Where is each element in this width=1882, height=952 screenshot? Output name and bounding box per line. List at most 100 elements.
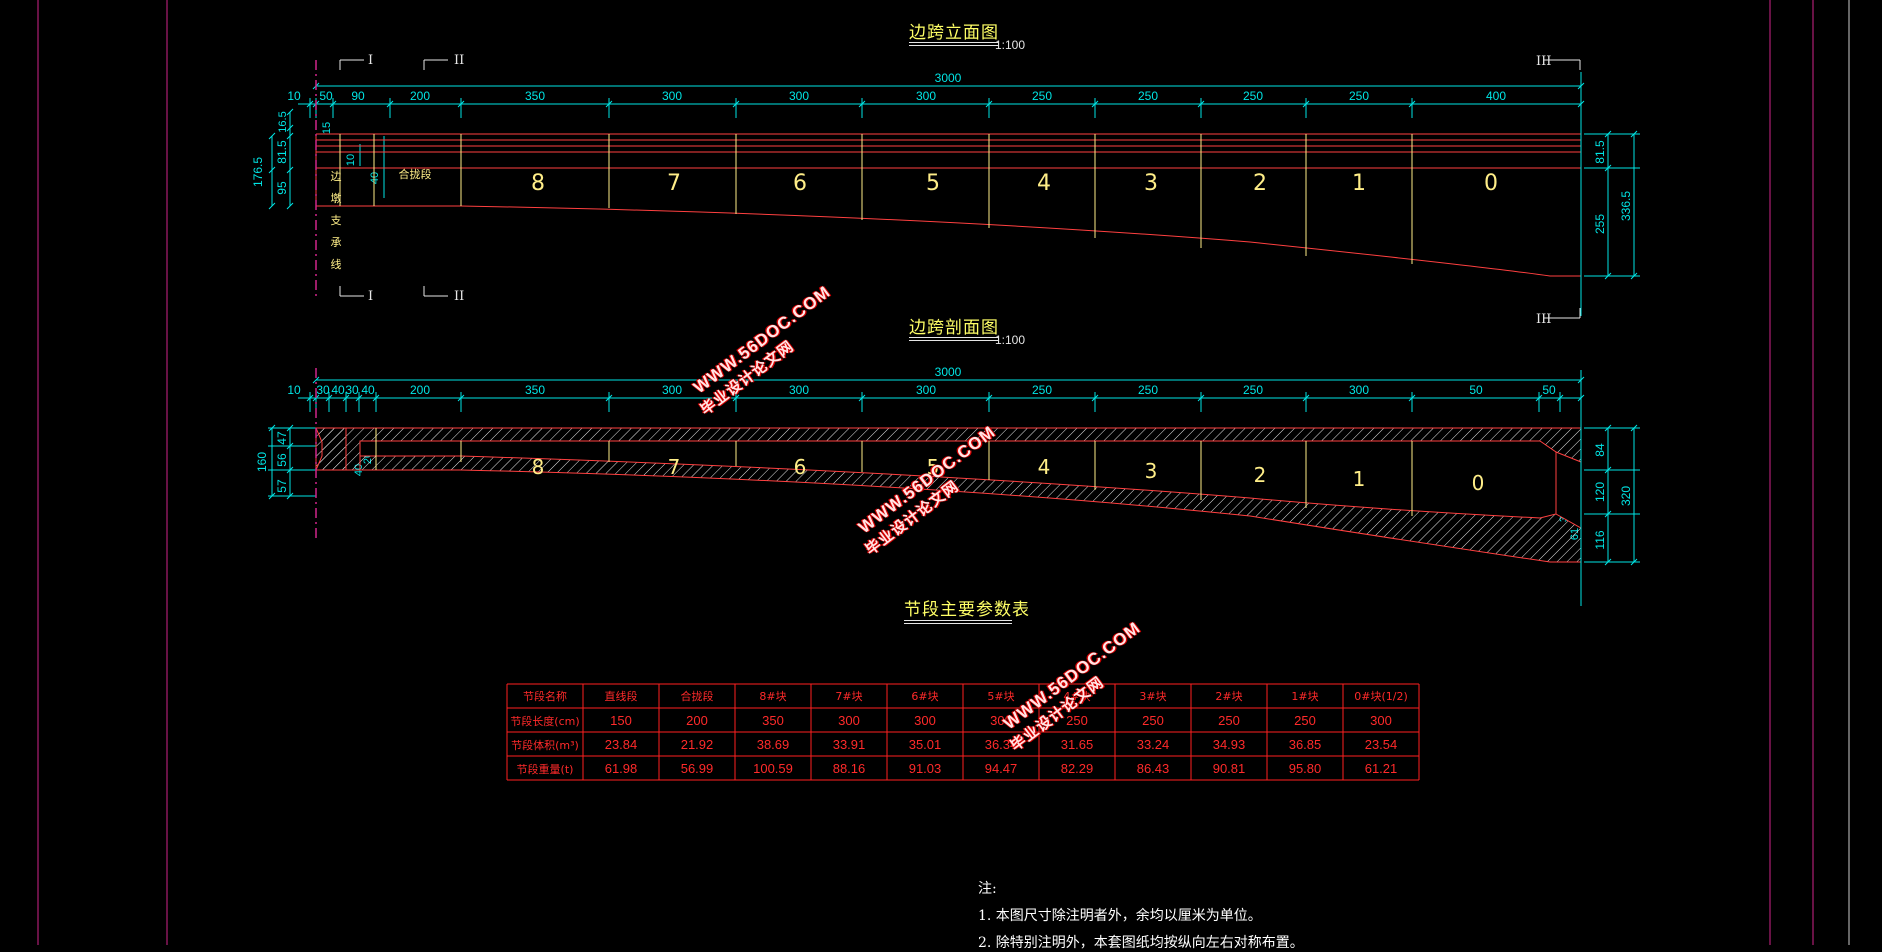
segment-label: 8 — [532, 455, 545, 479]
segment-dim-label: 200 — [410, 89, 430, 103]
table-row-header: 节段长度(cm) — [510, 714, 579, 728]
dim-tick — [312, 376, 320, 384]
left-dim-label: 15 — [321, 122, 333, 134]
right-dim-label: 81.5 — [1593, 140, 1607, 164]
table-header-cell: 合拢段 — [681, 689, 714, 703]
table-header-cell: 2#块 — [1215, 690, 1242, 703]
total-dim-label: 3000 — [935, 365, 962, 379]
note-1: 1. 本图尺寸除注明者外，余均以厘米为单位。 — [978, 908, 1262, 924]
segment-label: 7 — [668, 455, 681, 479]
left-dim-label: 95 — [275, 181, 289, 195]
table-header-cell: 节段名称 — [523, 689, 567, 703]
elevation-title-underline — [909, 42, 999, 43]
segment-dim-label: 300 — [916, 89, 936, 103]
section-title: 边跨剖面图 — [909, 318, 999, 338]
table-cell: 95.80 — [1289, 761, 1322, 776]
segment-label: 8 — [531, 171, 545, 196]
segment-dim-label: 90 — [351, 89, 365, 103]
segment-dim-label: 250 — [1032, 89, 1052, 103]
table-cell: 61.98 — [605, 761, 638, 776]
table-cell: 33.24 — [1137, 737, 1170, 752]
table-cell: 36.34 — [985, 737, 1018, 752]
section-mark-label: II — [454, 53, 464, 68]
section-mark-label: I — [368, 53, 373, 68]
segment-dim-label: 250 — [1032, 383, 1052, 397]
section-title-underline — [909, 337, 999, 338]
segment-label: 6 — [794, 455, 807, 479]
segment-label: 0 — [1484, 171, 1498, 196]
table-cell: 31.65 — [1061, 737, 1094, 752]
dim-tick — [268, 166, 276, 174]
segment-dim-label: 50 — [1542, 383, 1556, 397]
right-dim-label: 120 — [1593, 482, 1607, 502]
section-right-cavity — [1555, 451, 1582, 529]
segment-label: 4 — [1038, 455, 1051, 479]
inner-dim-label: 10 — [345, 154, 357, 166]
segment-dim-label: 250 — [1243, 89, 1263, 103]
table-cell: 90.81 — [1213, 761, 1246, 776]
segment-dim-label: 30 — [345, 383, 359, 397]
left-dim-label: 16.5 — [277, 111, 289, 132]
total-dim-label: 3000 — [935, 71, 962, 85]
table-cell: 250 — [1218, 713, 1240, 728]
segment-dim-label: 250 — [1138, 383, 1158, 397]
segment-dim-label: 40 — [361, 383, 375, 397]
table-cell: 38.69 — [757, 737, 790, 752]
segment-label: 1 — [1352, 171, 1366, 196]
segment-label: 4 — [1037, 171, 1051, 196]
closure-label: 合拢段 — [399, 167, 432, 181]
segment-dim-label: 10 — [287, 383, 301, 397]
segment-dim-label: 30 — [316, 383, 330, 397]
segment-dim-label: 300 — [1349, 383, 1369, 397]
girder-soffit — [316, 205, 1581, 277]
table-header-cell: 3#块 — [1139, 690, 1166, 703]
segment-label: 6 — [793, 171, 807, 196]
table-cell: 88.16 — [833, 761, 866, 776]
right-dim-label: 320 — [1619, 486, 1633, 506]
table-title-underline — [904, 620, 1012, 621]
table-cell: 250 — [1294, 713, 1316, 728]
segment-dim-label: 300 — [916, 383, 936, 397]
dim-tick — [268, 132, 276, 140]
table-cell: 21.92 — [681, 737, 714, 752]
table-cell: 350 — [762, 713, 784, 728]
section-mark-label: III — [1536, 54, 1551, 69]
table-cell: 34.93 — [1213, 737, 1246, 752]
table-cell: 150 — [610, 713, 632, 728]
dim-tick — [1630, 558, 1638, 566]
table-cell: 56.99 — [681, 761, 714, 776]
segment-dim-label: 250 — [1349, 89, 1369, 103]
segment-label: 2 — [1253, 171, 1267, 196]
table-cell: 250 — [1066, 713, 1088, 728]
dim-tick — [286, 166, 294, 174]
table-cell: 250 — [1142, 713, 1164, 728]
table-cell: 300 — [1370, 713, 1392, 728]
segment-dim-label: 300 — [789, 89, 809, 103]
right-dim-label: 84 — [1593, 443, 1607, 457]
segment-label: 0 — [1472, 471, 1485, 495]
segment-label: 7 — [667, 171, 681, 196]
segment-dim-label: 300 — [662, 383, 682, 397]
segment-dim-label: 300 — [789, 383, 809, 397]
table-cell: 300 — [838, 713, 860, 728]
table-header-cell: 1#块 — [1291, 690, 1318, 703]
inner-dim-label: 40 — [369, 172, 381, 184]
segment-dim-label: 350 — [525, 89, 545, 103]
left-dim-label: 47 — [275, 431, 289, 445]
table-cell: 33.91 — [833, 737, 866, 752]
table-header-cell: 0#块(1/2) — [1354, 690, 1408, 703]
table-row-header: 节段体积(m³) — [511, 738, 579, 752]
dim-tick — [286, 132, 294, 140]
table-cell: 91.03 — [909, 761, 942, 776]
segment-dim-label: 400 — [1486, 89, 1506, 103]
support-label: 边 — [331, 170, 342, 183]
note-2: 2. 除特别注明外，本套图纸均按纵向左右对称布置。 — [978, 935, 1304, 951]
dim-tick — [286, 202, 294, 210]
table-cell: 61.21 — [1365, 761, 1398, 776]
table-cell: 36.85 — [1289, 737, 1322, 752]
table-cell: 100.59 — [753, 761, 793, 776]
